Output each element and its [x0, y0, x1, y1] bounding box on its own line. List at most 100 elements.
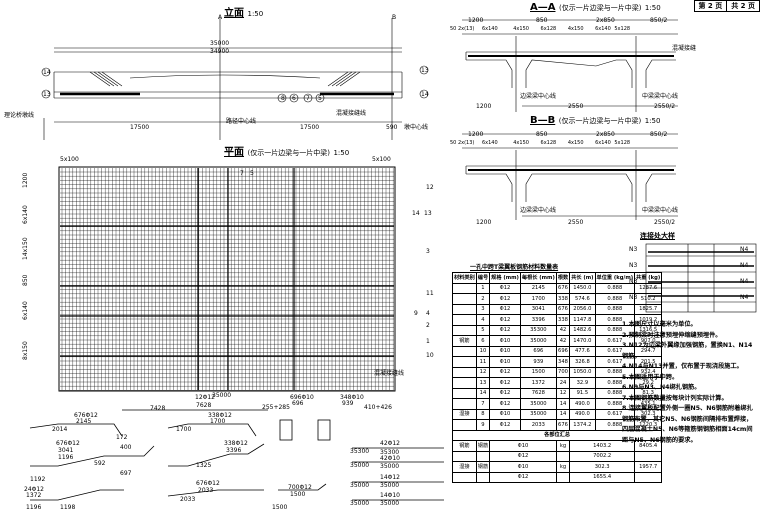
bar-label: 35300	[380, 449, 400, 456]
table-cell: 35300	[519, 324, 557, 336]
plan-dim-v: 1200	[22, 172, 29, 188]
bar-label: 2033	[180, 496, 196, 503]
bar-label: 700Φ12	[288, 484, 312, 491]
table-cell: 2	[475, 293, 491, 305]
bb-dim-row2: 50 2x(13) 6x140 4x150 6x128 4x150 6x140 …	[450, 140, 630, 146]
table-sum-cell: Φ10	[489, 461, 557, 473]
table-cell: 14	[555, 408, 571, 420]
table-cell: 0.888	[594, 293, 636, 305]
note-item: 3.N12为边梁外翼缘加强钢筋，置换N1、N14钢筋。	[622, 342, 753, 360]
table-header-cell: 规格 (mm)	[489, 272, 521, 284]
elev-callout: 5	[318, 95, 322, 102]
table-cell: 42	[555, 324, 571, 336]
bar-label: 3396	[226, 447, 242, 454]
table-cell: 1374.2	[569, 419, 596, 431]
bb-dim: 1200	[468, 131, 484, 138]
note-item: 2.预制梁时注意预埋伸缩缝预埋件。	[622, 331, 722, 339]
bar-label: 939	[342, 400, 354, 407]
plan-label-joint: 混凝接缝线	[374, 370, 405, 377]
elev-callout: 7	[306, 95, 310, 102]
plan-callout-top: 5	[250, 170, 254, 177]
bar-label: 1500	[272, 504, 288, 511]
bar-label: 676Φ12	[74, 412, 98, 419]
table-cell: 10	[475, 345, 491, 357]
table-cell	[452, 324, 477, 336]
table-cell: 5	[475, 324, 491, 336]
aa-label-mid: 中梁梁中心线	[642, 93, 679, 100]
plan-vertical-dims: 1200 6x140 14x150 850 6x140 8x150	[22, 172, 52, 382]
table-sum-cell	[452, 450, 477, 462]
table-cell: 338	[555, 293, 571, 305]
bar-label: 696Φ10	[290, 394, 314, 401]
plan-callout: 1	[426, 338, 430, 345]
bar-label: 348Φ10	[340, 394, 364, 401]
elevation-dim-half-left: 17500	[130, 124, 150, 131]
aa-dim2: 6x140	[595, 26, 611, 32]
detail-label: N3	[629, 262, 638, 269]
bar-label: 338Φ12	[208, 412, 232, 419]
table-cell	[452, 398, 477, 410]
bar-label: 3041	[58, 447, 74, 454]
bar-label: 2014	[52, 426, 68, 433]
bar-label: 35000	[350, 462, 370, 469]
plan-dim-v: 14x150	[22, 237, 29, 260]
table-cell: 490.0	[569, 398, 596, 410]
bar-label: 1198	[60, 504, 76, 511]
elevation-dim-inner: 34900	[210, 48, 230, 55]
aa-dim2: 50	[450, 26, 457, 32]
table-cell: 1500	[519, 366, 557, 378]
bb-dim2: 5x128	[614, 140, 631, 146]
note-item: 8.连接翼板配置外侧一圈N5、N6钢筋附着绑扎钢筋布置，其它N5、N6钢筋间隔排…	[622, 405, 753, 444]
section-bb-drawing	[462, 133, 678, 220]
table-cell: 4	[475, 314, 491, 326]
plan-dim-v: 6x140	[22, 301, 29, 320]
bb-label-edge: 边梁梁中心线	[520, 207, 557, 214]
table-sum-cell	[452, 471, 477, 483]
aa-dim: 850/2	[650, 17, 668, 24]
table-sum-cell	[634, 450, 663, 462]
table-cell: 326.8	[569, 356, 596, 368]
table-header-cell: 单位重 (kg/m)	[594, 272, 636, 284]
elev-callout: 14	[43, 69, 51, 76]
plan-grid	[58, 166, 396, 392]
bb-dim-bottom: 2550/2	[654, 219, 676, 226]
table-cell	[452, 377, 477, 389]
table-header-cell: 编号	[475, 272, 491, 284]
table-sum-cell: Φ10	[489, 440, 557, 452]
table-sum-cell: Φ12	[489, 471, 557, 483]
table-cell	[452, 345, 477, 357]
page-current: 第 2 页	[698, 2, 723, 10]
plan-dim-right: 5x100	[372, 156, 391, 163]
bb-dim2: 4x150	[513, 140, 529, 146]
table-sum-cell: 1655.4	[569, 471, 636, 483]
table-cell: 348	[555, 356, 571, 368]
elevation-dim-end: 590	[386, 124, 398, 131]
elevation-label-joint: 混凝接缝线	[336, 110, 367, 117]
elevation-drawing	[41, 18, 429, 140]
table-cell	[452, 356, 477, 368]
bb-label-mid: 中梁梁中心线	[642, 207, 679, 214]
table-cell: Φ12	[489, 282, 521, 294]
table-cell: 2145	[519, 282, 557, 294]
table-cell: 91.5	[569, 387, 596, 399]
notes-block: 1.本图尺寸以毫米为单位。2.预制梁时注意预埋伸缩缝预埋件。3.N12为边梁外翼…	[622, 320, 758, 446]
table-sum-cell: 湿接	[452, 461, 477, 473]
elevation-title: 立面 1:50	[224, 8, 264, 19]
table-sum-cell: 钢筋	[475, 461, 491, 473]
material-table: 材料类别编号规格 (mm)每根长 (mm)根数共长 (m)单位重 (kg/m)共…	[451, 272, 663, 483]
aa-dim2: 5x128	[614, 26, 631, 32]
bar-label: 35000	[350, 500, 370, 507]
plan-title: 平面 (仅示一片边梁与一片中梁) 1:50	[224, 147, 350, 158]
table-cell: 696	[519, 345, 557, 357]
table-cell: 676	[555, 282, 571, 294]
table-cell	[452, 282, 477, 294]
table-cell: 0.888	[594, 282, 636, 294]
section-aa-title: A—A (仅示一片边梁与一片中梁) 1:50	[530, 2, 661, 13]
plan-callout: 4	[426, 310, 430, 317]
table-sum-cell	[475, 450, 491, 462]
bb-dim2: 6x140	[595, 140, 611, 146]
